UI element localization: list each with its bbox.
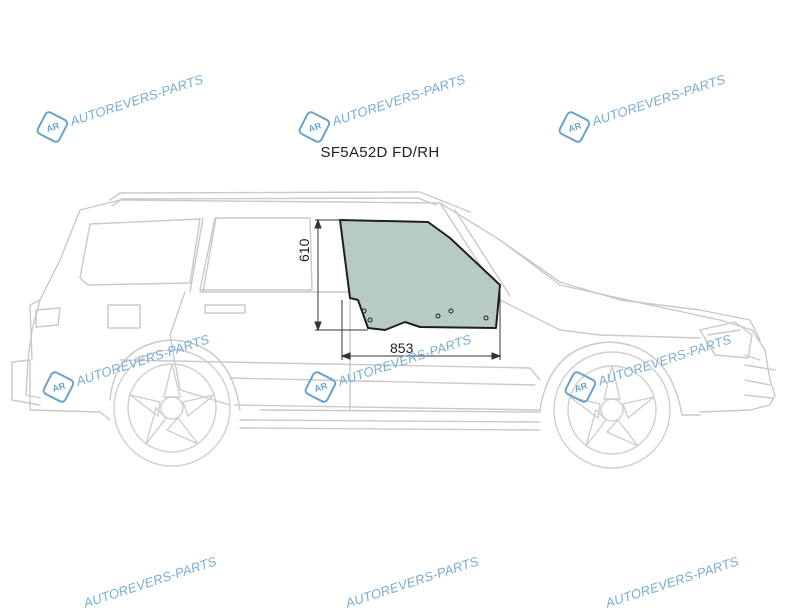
part-title: SF5A52D FD/RH xyxy=(320,144,440,161)
door-glass-panel xyxy=(339,219,501,331)
width-label: 853 xyxy=(390,340,414,356)
width-dimension-line xyxy=(340,288,502,360)
height-label: 610 xyxy=(296,238,312,262)
